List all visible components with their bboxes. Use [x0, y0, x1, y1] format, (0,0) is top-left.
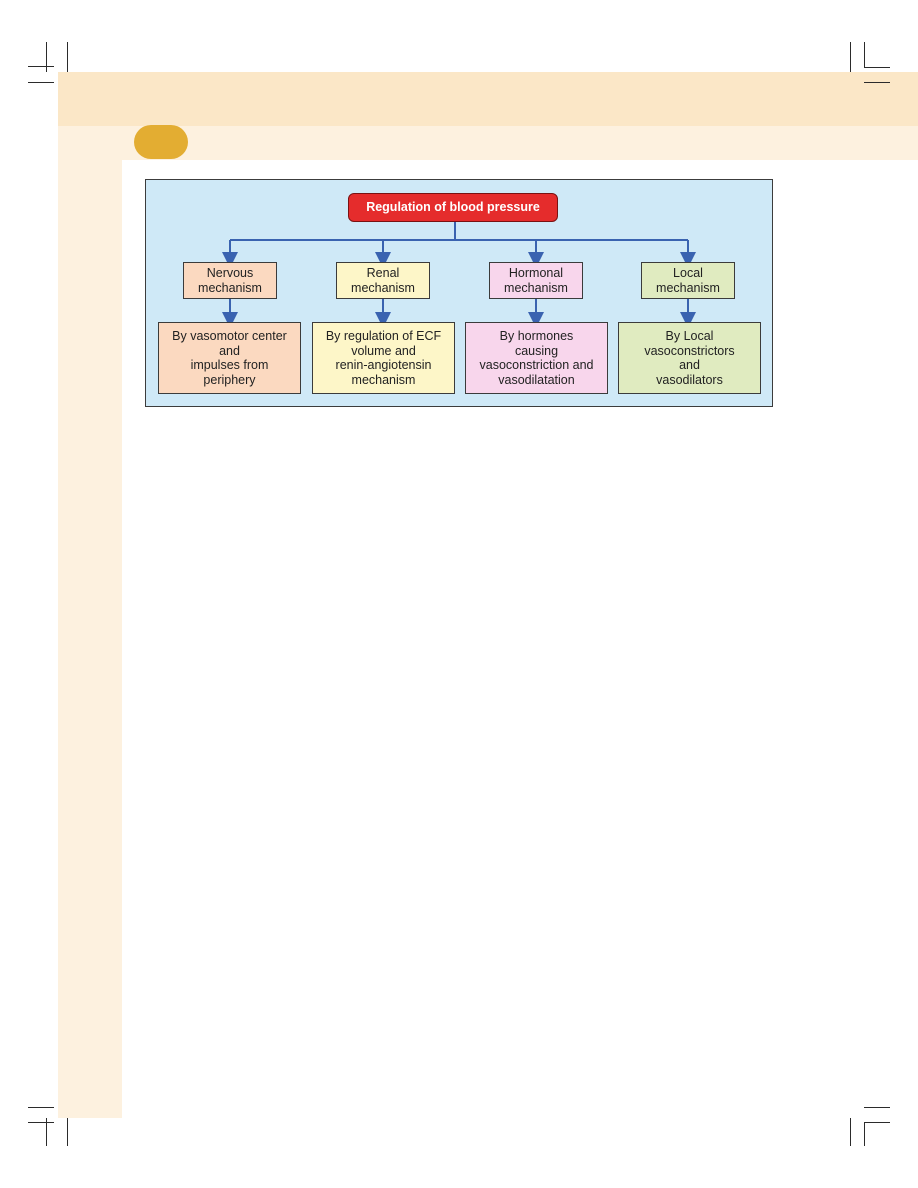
mechanism-label: Renal mechanism — [351, 266, 415, 295]
mechanism-label: Nervous mechanism — [198, 266, 262, 295]
diagram-connectors — [222, 222, 696, 328]
detail-text: By hormones causing vasoconstriction and… — [479, 329, 594, 387]
crop-mark — [67, 42, 68, 72]
detail-node-nervous: By vasomotor center and impulses from pe… — [158, 322, 301, 394]
crop-mark — [28, 66, 54, 67]
detail-node-renal: By regulation of ECF volume and renin-an… — [312, 322, 455, 394]
blood-pressure-diagram: Regulation of blood pressure Nervous mec… — [145, 179, 773, 407]
mechanism-node-renal: Renal mechanism — [336, 262, 430, 299]
detail-text: By regulation of ECF volume and renin-an… — [325, 329, 442, 387]
detail-node-hormonal: By hormones causing vasoconstriction and… — [465, 322, 608, 394]
root-node-label: Regulation of blood pressure — [366, 200, 540, 215]
crop-mark — [864, 1122, 865, 1146]
crop-mark — [67, 1118, 68, 1146]
crop-mark — [28, 1107, 54, 1108]
chapter-badge — [134, 125, 188, 159]
mechanism-label: Hormonal mechanism — [504, 266, 568, 295]
crop-mark — [850, 42, 851, 72]
mechanism-node-hormonal: Hormonal mechanism — [489, 262, 583, 299]
detail-node-local: By Local vasoconstrictors and vasodilato… — [618, 322, 761, 394]
crop-mark — [864, 67, 890, 68]
page-subheader-band — [122, 126, 918, 160]
crop-mark — [28, 82, 54, 83]
mechanism-label: Local mechanism — [656, 266, 720, 295]
crop-mark — [850, 1118, 851, 1146]
crop-mark — [28, 1122, 54, 1123]
crop-mark — [864, 1122, 890, 1123]
crop-mark — [864, 42, 865, 68]
page-header-band — [58, 72, 918, 126]
crop-mark — [46, 1118, 47, 1146]
mechanism-node-nervous: Nervous mechanism — [183, 262, 277, 299]
detail-text: By vasomotor center and impulses from pe… — [172, 329, 287, 387]
crop-mark — [864, 82, 890, 83]
detail-text: By Local vasoconstrictors and vasodilato… — [644, 329, 735, 387]
mechanism-node-local: Local mechanism — [641, 262, 735, 299]
root-node: Regulation of blood pressure — [348, 193, 558, 222]
page-margin-band — [58, 72, 122, 1118]
crop-mark — [864, 1107, 890, 1108]
crop-mark — [46, 42, 47, 72]
